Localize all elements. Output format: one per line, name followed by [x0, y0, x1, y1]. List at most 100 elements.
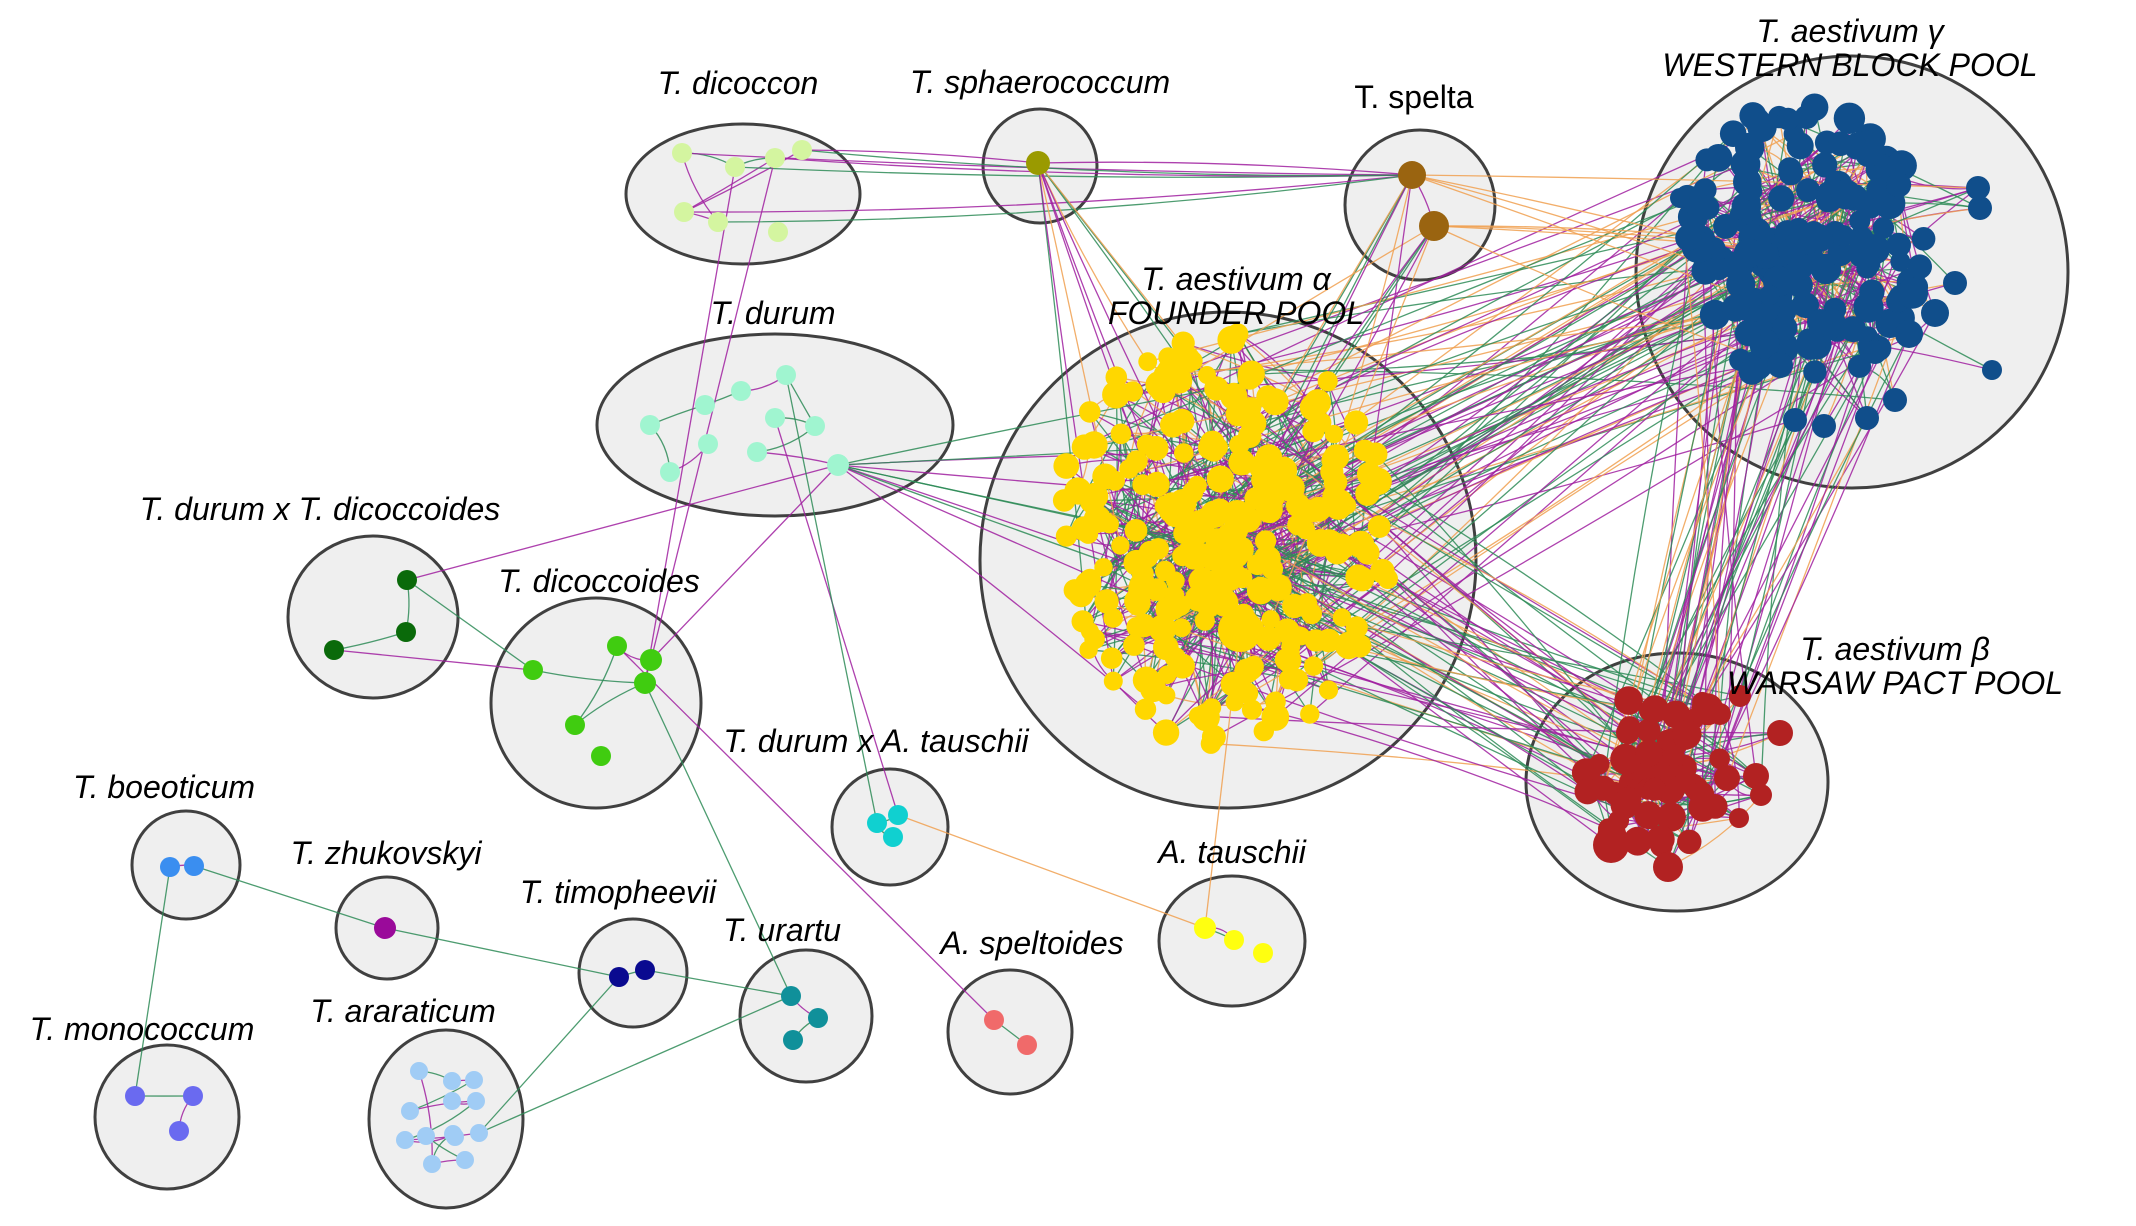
- group-durum-dicoccoides-circle: [286, 534, 460, 700]
- node-alpha: [1100, 647, 1123, 669]
- node-alpha: [1055, 525, 1077, 547]
- edge-durum-alpha: [837, 447, 1157, 466]
- node-alpha: [1169, 408, 1195, 434]
- node-beta: [1709, 748, 1730, 769]
- node-alpha: [1200, 430, 1225, 456]
- node-alpha: [1264, 573, 1292, 602]
- node-gamma: [1855, 140, 1882, 168]
- node-beta: [1610, 743, 1641, 775]
- node-beta: [1750, 784, 1772, 806]
- node-araraticum: [443, 1092, 461, 1110]
- node-gamma: [1675, 224, 1702, 251]
- node-gamma: [1670, 188, 1690, 208]
- edge-dtauschii-tauschii: [897, 814, 1206, 929]
- edge-alpha-beta: [1305, 529, 1668, 741]
- node-beta: [1743, 763, 1769, 789]
- node-dicoccoides: [634, 672, 656, 694]
- node-beta: [1646, 825, 1675, 854]
- node-alpha: [1306, 404, 1326, 424]
- group-durum-tauschii-label: T. durum x A. tauschii: [723, 723, 1029, 759]
- node-dicoccoides: [640, 649, 662, 671]
- node-beta: [1593, 827, 1629, 863]
- node-alpha: [1278, 669, 1299, 690]
- edge-dicoccon-spelta: [717, 174, 1413, 223]
- edge-internal-araraticum: [418, 1070, 433, 1165]
- node-araraticum: [456, 1151, 474, 1169]
- node-alpha: [1172, 618, 1192, 638]
- node-gamma: [1787, 272, 1813, 298]
- node-gamma: [1803, 360, 1827, 384]
- node-gamma: [1806, 224, 1834, 252]
- node-beta: [1653, 852, 1683, 882]
- edge-gamma-beta: [1679, 197, 1721, 715]
- edge-internal-alpha: [1205, 616, 1343, 718]
- node-gamma: [1713, 213, 1739, 239]
- group-monococcum-circle: [93, 1043, 241, 1191]
- edge-timopheevii-urartu: [644, 969, 792, 997]
- node-beta: [1729, 808, 1749, 828]
- node-alpha: [1324, 424, 1344, 444]
- node-timopheevii: [635, 960, 655, 980]
- node-alpha: [1173, 345, 1201, 373]
- node-gamma: [1830, 179, 1861, 210]
- node-dicoccon: [672, 143, 692, 163]
- node-alpha: [1330, 533, 1356, 560]
- node-alpha: [1124, 519, 1148, 542]
- node-gamma: [1695, 195, 1720, 220]
- node-beta: [1677, 829, 1702, 854]
- edge-internal-dicoccon: [683, 157, 776, 213]
- node-alpha: [1222, 500, 1252, 530]
- group-durum-label: T. durum: [710, 295, 835, 331]
- node-gamma: [1734, 319, 1762, 347]
- node-gamma: [1721, 294, 1750, 322]
- node-alpha: [1132, 474, 1154, 496]
- node-alpha: [1079, 401, 1101, 423]
- node-beta: [1616, 787, 1642, 812]
- node-dicoccoides: [591, 746, 611, 766]
- group-dicoccoides-label: T. dicoccoides: [498, 563, 700, 599]
- node-spelta: [1419, 211, 1449, 241]
- node-beta: [1636, 718, 1661, 743]
- node-beta: [1634, 801, 1663, 830]
- node-gamma: [1791, 291, 1818, 318]
- node-urartu: [781, 986, 801, 1006]
- edge-alpha-beta: [1158, 384, 1708, 710]
- node-gamma: [1807, 309, 1833, 335]
- edge-alpha-gamma: [1213, 351, 1876, 738]
- group-spelta-label: T. spelta: [1354, 79, 1473, 115]
- edge-durum-dicoccoides: [650, 464, 839, 661]
- group-timopheevii-label: T. timopheevii: [520, 874, 717, 910]
- edge-alpha-beta: [1094, 495, 1650, 712]
- edge-alpha-gamma: [1283, 306, 1752, 471]
- node-durum: [698, 434, 718, 454]
- node-dicoccon: [708, 212, 728, 232]
- edge-alpha-gamma: [1237, 262, 1764, 335]
- node-alpha: [1323, 444, 1350, 470]
- node-alpha: [1236, 682, 1259, 704]
- edge-gamma-beta: [1726, 317, 1902, 779]
- node-durum-tauschii: [883, 827, 903, 847]
- node-alpha: [1122, 381, 1143, 402]
- node-alpha: [1079, 640, 1098, 659]
- node-alpha: [1274, 618, 1300, 644]
- node-alpha: [1078, 523, 1099, 544]
- node-gamma: [1895, 320, 1923, 348]
- node-alpha: [1080, 431, 1108, 459]
- group-speltoides-label: A. speltoides: [938, 925, 1123, 961]
- node-araraticum: [401, 1102, 419, 1120]
- node-alpha: [1377, 568, 1399, 589]
- group-urartu-circle: [738, 948, 874, 1084]
- node-alpha: [1220, 569, 1242, 591]
- node-beta: [1641, 695, 1669, 723]
- node-beta: [1689, 781, 1715, 808]
- node-alpha: [1317, 371, 1338, 392]
- node-gamma: [1788, 255, 1814, 280]
- node-alpha: [1301, 603, 1322, 625]
- edge-internal-dicoccoides: [532, 669, 646, 684]
- node-alpha: [1318, 680, 1339, 700]
- edge-dicoccon-sphaerococcum: [801, 149, 1039, 164]
- edge-ddic-dicoccoides: [333, 649, 534, 671]
- node-alpha: [1317, 538, 1337, 557]
- node-alpha: [1228, 449, 1255, 476]
- node-beta: [1614, 686, 1643, 715]
